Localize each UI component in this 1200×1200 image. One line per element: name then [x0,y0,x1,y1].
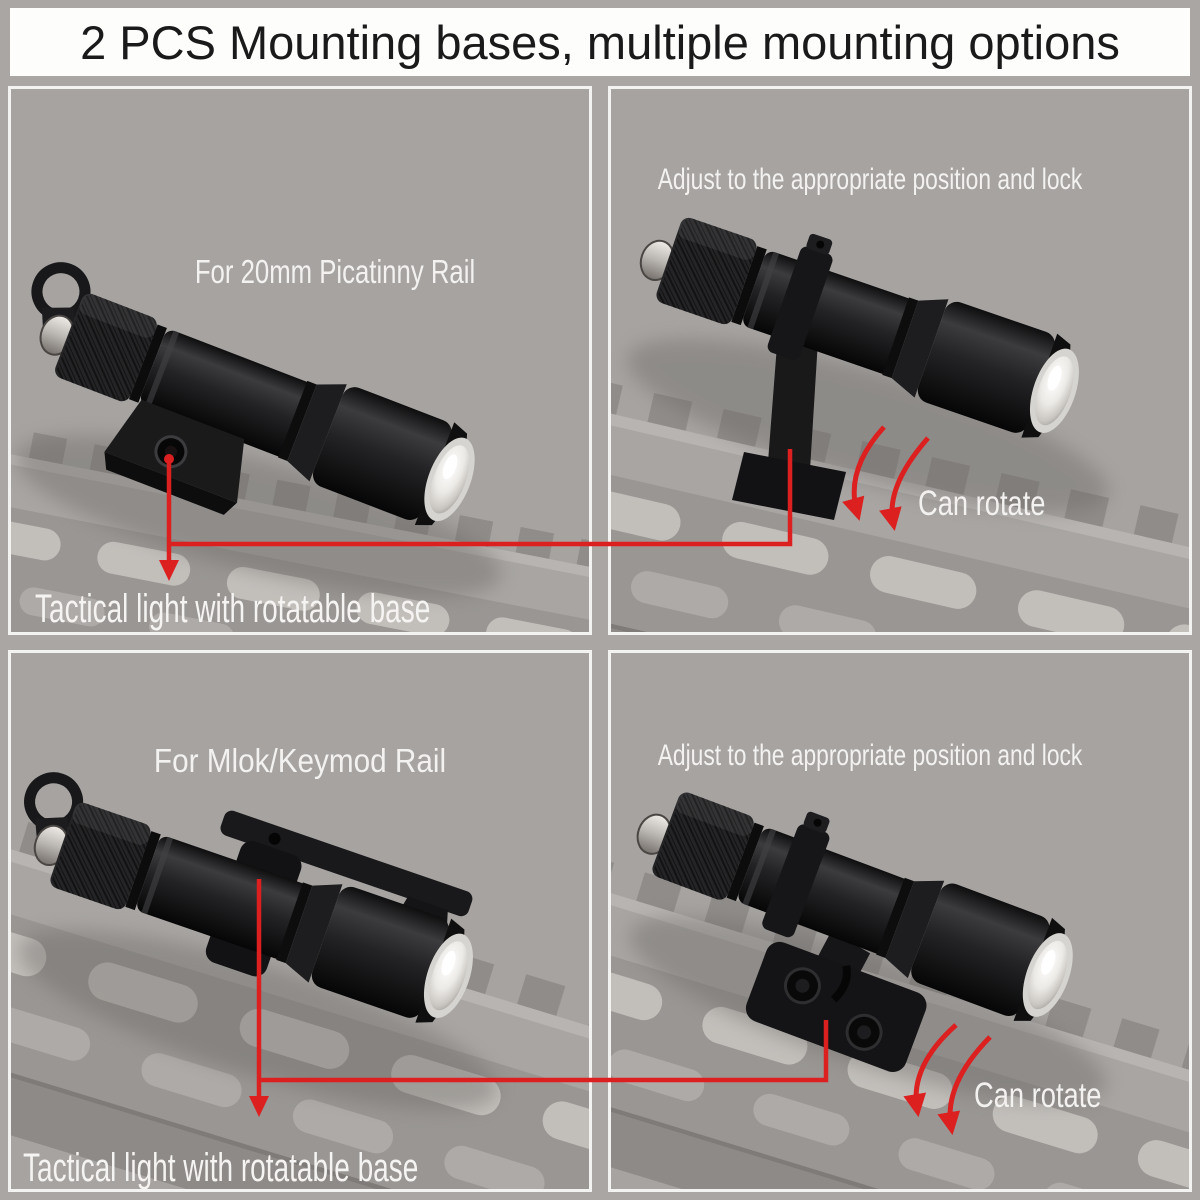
caption-adjust-bottom: Adjust to the appropriate position and l… [657,739,1083,772]
label-rotatable-base-top: Tactical light with rotatable base [35,587,431,631]
flashlight-photo-mlok [11,650,589,1189]
banner: 2 PCS Mounting bases, multiple mounting … [10,8,1190,76]
panel-adjust-bottom: Adjust to the appropriate position and l… [608,650,1192,1192]
panel-mlok: For Mlok/Keymod Rail Tactical light with… [8,650,592,1192]
caption-mlok: For Mlok/Keymod Rail [153,742,447,779]
label-can-rotate-top: Can rotate [918,484,1046,523]
caption-picatinny: For 20mm Picatinny Rail [194,253,476,290]
caption-adjust-top: Adjust to the appropriate position and l… [657,163,1083,196]
flashlight-photo-adjust-bottom [611,770,1189,1189]
panel-picatinny: For 20mm Picatinny Rail Tactical light w… [8,86,592,635]
label-rotatable-base-bottom: Tactical light with rotatable base [23,1146,419,1190]
panel-adjust-top: Adjust to the appropriate position and l… [608,86,1192,635]
flashlight-photo-picatinny [11,86,589,632]
label-can-rotate-bottom: Can rotate [974,1076,1102,1115]
offset-mount-arm [768,332,818,470]
banner-title: 2 PCS Mounting bases, multiple mounting … [80,15,1120,69]
